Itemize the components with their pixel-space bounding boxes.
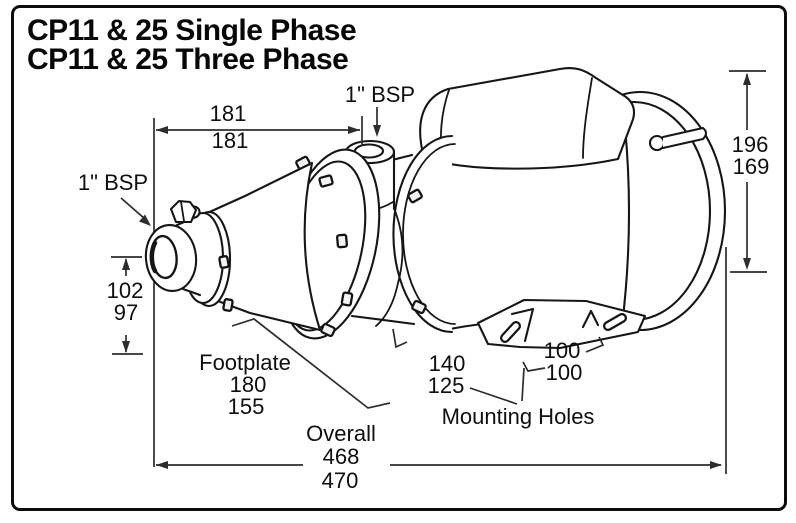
lifting-lug xyxy=(661,126,708,150)
label-bsp-left: 1" BSP xyxy=(77,170,149,195)
suction-collar xyxy=(181,210,234,312)
arrowhead xyxy=(122,341,130,353)
page-title-line2: CP11 & 25 Three Phase xyxy=(27,43,349,76)
dim-125: 125 xyxy=(427,373,465,398)
arrowhead xyxy=(156,126,168,134)
label-bsp-top: 1" BSP xyxy=(344,82,416,107)
leader-mounting-holes xyxy=(521,367,525,402)
dim-100-lower: 100 xyxy=(545,360,583,385)
cover-seam-right xyxy=(582,77,593,159)
dim-97: 97 xyxy=(113,300,139,325)
volute-edge xyxy=(375,205,404,327)
arrowhead xyxy=(139,214,151,226)
motor-end-bell xyxy=(392,134,456,334)
arrowhead xyxy=(743,258,751,270)
dim-line-196 xyxy=(729,70,767,273)
leader-100-upper xyxy=(585,336,605,353)
suction-bore-shade xyxy=(149,240,158,274)
flange-bolt xyxy=(318,174,334,188)
end-bell-rim-arc xyxy=(402,143,456,325)
dim-181-secondary: 181 xyxy=(211,128,249,153)
mounting-slot-inner xyxy=(502,323,519,341)
label-overall: Overall xyxy=(306,421,376,446)
page-border xyxy=(11,5,787,511)
page-title-line1: CP11 & 25 Single Phase xyxy=(27,14,357,47)
leader-140 xyxy=(392,328,408,349)
collar-bolt xyxy=(222,298,234,312)
terminal-cover-outline xyxy=(419,66,636,170)
arrowhead xyxy=(373,125,381,137)
dim-468: 468 xyxy=(322,444,360,469)
arrowhead xyxy=(348,126,360,134)
mounting-slot-inner xyxy=(605,315,625,329)
leader-footplate xyxy=(231,318,391,409)
dim-181-primary: 181 xyxy=(209,101,247,126)
arrowhead xyxy=(743,73,751,85)
foot-bend-tab xyxy=(510,307,535,343)
label-footplate: Footplate xyxy=(199,350,291,375)
dim-155: 155 xyxy=(227,394,265,419)
dim-102: 102 xyxy=(106,278,144,303)
dim-196: 196 xyxy=(731,132,769,157)
dim-100-upper: 100 xyxy=(543,338,581,363)
leader-125 xyxy=(469,387,518,405)
arrowhead xyxy=(710,461,722,469)
flange-bolt xyxy=(336,233,348,249)
end-bell-fill xyxy=(393,136,452,332)
vent-plug xyxy=(169,199,201,224)
end-bell-outer-arc xyxy=(392,134,454,334)
dim-169: 169 xyxy=(732,154,770,179)
flange-bolt xyxy=(340,291,354,307)
foot-notch xyxy=(581,309,600,329)
adapter-bottom-edge xyxy=(350,314,416,326)
plug-hex xyxy=(169,199,198,224)
dimension-graphics xyxy=(111,70,767,469)
end-bell-bolt xyxy=(407,188,423,204)
suction-port xyxy=(144,215,202,297)
dim-line-102 xyxy=(111,256,143,355)
collar-bolt xyxy=(218,255,230,269)
suction-bottom-edge xyxy=(181,287,202,297)
label-mounting-holes: Mounting Holes xyxy=(441,404,595,429)
plug-facet xyxy=(180,201,185,222)
dim-140: 140 xyxy=(428,351,466,376)
leader-100-lower xyxy=(522,361,546,372)
pump-illustration xyxy=(144,66,727,350)
leader-bsp-left xyxy=(120,197,146,220)
motor-terminal-cover xyxy=(419,66,636,170)
mounting-feet xyxy=(476,298,647,350)
arrowhead xyxy=(122,258,130,270)
extension-lines xyxy=(153,118,727,474)
dim-180: 180 xyxy=(229,372,267,397)
arrowhead xyxy=(156,461,168,469)
flange-bolt xyxy=(320,322,336,338)
dim-470: 470 xyxy=(321,468,359,493)
end-bell-bolt xyxy=(411,299,427,315)
